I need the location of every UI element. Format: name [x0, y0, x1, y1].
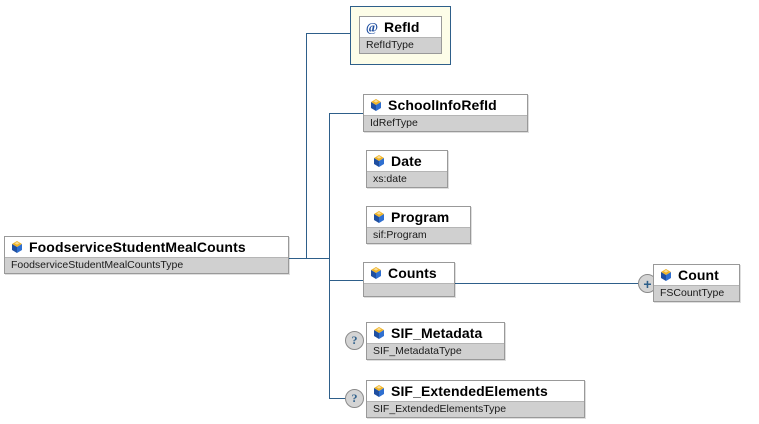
optional-badge-sif-extendedelements[interactable]: ?: [345, 389, 364, 408]
node-label: Counts: [388, 265, 437, 281]
node-counts[interactable]: Counts: [363, 262, 455, 297]
node-count[interactable]: Count FSCountType: [653, 264, 740, 302]
element-icon: [10, 240, 24, 254]
element-icon: [372, 384, 386, 398]
node-label: Count: [678, 267, 719, 283]
connector-attribute-trunk: [306, 33, 307, 259]
node-type-label: IdRefType: [364, 115, 527, 131]
node-label: Date: [391, 153, 422, 169]
connector-counts-to-count: [455, 283, 638, 284]
connector-branch-counts: [329, 280, 363, 281]
element-icon: [372, 326, 386, 340]
attribute-group-box: @ RefId RefIdType: [350, 6, 451, 65]
node-name-row: SchoolInfoRefId: [364, 95, 527, 115]
node-label: SchoolInfoRefId: [388, 97, 497, 113]
node-name-row: Date: [367, 151, 447, 171]
connector-attribute-branch-refid: [306, 33, 350, 34]
connector-element-trunk: [329, 113, 330, 399]
node-type-label: xs:date: [367, 171, 447, 187]
node-name-row: SIF_ExtendedElements: [367, 381, 584, 401]
node-name-row: FoodserviceStudentMealCounts: [5, 237, 288, 257]
node-name-row: Program: [367, 207, 470, 227]
node-name-row: Counts: [364, 263, 454, 283]
node-type-label: FoodserviceStudentMealCountsType: [5, 257, 288, 273]
node-type-label: RefIdType: [360, 37, 441, 53]
connector-root-stub: [288, 258, 330, 259]
node-date[interactable]: Date xs:date: [366, 150, 448, 188]
node-label: SIF_Metadata: [391, 325, 483, 341]
node-label: SIF_ExtendedElements: [391, 383, 548, 399]
node-sif-extendedelements[interactable]: SIF_ExtendedElements SIF_ExtendedElement…: [366, 380, 585, 418]
node-program[interactable]: Program sif:Program: [366, 206, 471, 244]
svg-text:@: @: [366, 20, 378, 34]
node-type-label: [364, 283, 454, 296]
node-sif-metadata[interactable]: SIF_Metadata SIF_MetadataType: [366, 322, 505, 360]
node-schoolinforefid[interactable]: SchoolInfoRefId IdRefType: [363, 94, 528, 132]
node-label: FoodserviceStudentMealCounts: [29, 239, 246, 255]
element-icon: [659, 268, 673, 282]
node-label: RefId: [384, 19, 420, 35]
node-type-label: SIF_MetadataType: [367, 343, 504, 359]
element-icon: [369, 98, 383, 112]
node-label: Program: [391, 209, 450, 225]
attribute-at-icon: @: [365, 20, 379, 34]
node-name-row: @ RefId: [360, 17, 441, 37]
node-name-row: Count: [654, 265, 739, 285]
element-icon: [369, 266, 383, 280]
connector-branch-sif-extendedelements: [329, 398, 351, 399]
node-type-label: SIF_ExtendedElementsType: [367, 401, 584, 417]
node-type-label: sif:Program: [367, 227, 470, 243]
node-type-label: FSCountType: [654, 285, 739, 301]
node-name-row: SIF_Metadata: [367, 323, 504, 343]
optional-badge-sif-metadata[interactable]: ?: [345, 331, 364, 350]
element-icon: [372, 210, 386, 224]
node-refid[interactable]: @ RefId RefIdType: [359, 16, 442, 54]
element-icon: [372, 154, 386, 168]
connector-branch-schoolinforefid: [329, 113, 363, 114]
node-foodservice-student-meal-counts[interactable]: FoodserviceStudentMealCounts Foodservice…: [4, 236, 289, 274]
